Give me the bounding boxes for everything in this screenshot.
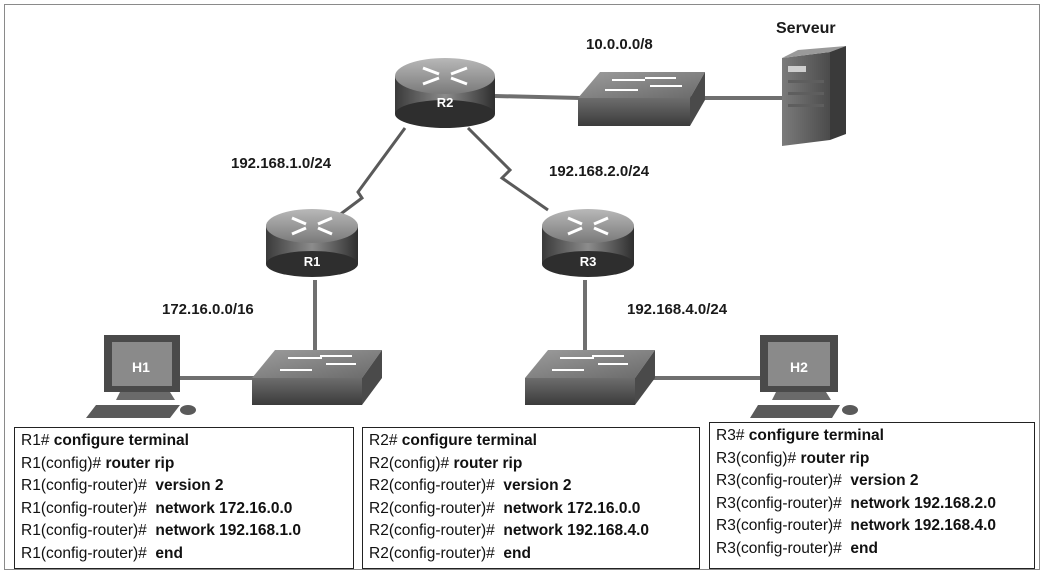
config-command: network 172.16.0.0	[155, 499, 293, 517]
label-network-10: 10.0.0.0/8	[586, 36, 653, 53]
config-command: network 192.168.4.0	[503, 522, 650, 539]
config-prompt: R1(config-router)#	[21, 522, 147, 539]
config-command: network 192.168.1.0	[155, 522, 302, 539]
config-command: end	[850, 539, 878, 557]
config-prompt: R1#	[21, 432, 50, 449]
serial-link-r1-r2	[329, 127, 407, 224]
host-h2-icon: H2	[750, 335, 858, 418]
config-prompt: R2(config-router)#	[369, 477, 495, 494]
router-r1: R1	[266, 209, 358, 277]
router-r2-label: R2	[437, 95, 454, 110]
config-command: configure terminal	[748, 427, 884, 444]
router-arrows-icon	[422, 66, 468, 86]
switch-right-icon	[525, 350, 655, 405]
label-network-192-168-2: 192.168.2.0/24	[549, 163, 650, 180]
config-box-r1: R1# configure terminal R1(config)# route…	[14, 427, 354, 569]
config-prompt: R3(config-router)#	[716, 494, 842, 512]
config-line: R1(config-router)# network 192.168.1.0	[21, 520, 353, 543]
config-command: configure terminal	[53, 432, 189, 449]
label-server: Serveur	[776, 20, 836, 37]
config-prompt: R2(config)#	[369, 454, 450, 472]
config-line: R1# configure terminal	[21, 430, 353, 453]
link-r2-switch-top	[494, 94, 581, 100]
config-prompt: R2(config-router)#	[369, 544, 495, 562]
config-line: R2(config)# router rip	[369, 453, 699, 476]
label-network-192-168-1: 192.168.1.0/24	[231, 155, 332, 172]
config-prompt: R3#	[716, 427, 745, 444]
config-command: version 2	[155, 477, 224, 494]
config-command: configure terminal	[401, 432, 537, 449]
config-line: R2(config-router)# network 172.16.0.0	[369, 498, 699, 521]
host-h1-label: H1	[132, 359, 150, 375]
label-network-192-168-4: 192.168.4.0/24	[627, 301, 728, 318]
router-r3-label: R3	[580, 254, 597, 269]
switch-top-icon	[578, 72, 705, 126]
config-command: network 172.16.0.0	[503, 499, 641, 517]
config-prompt: R1(config-router)#	[21, 499, 147, 517]
config-line: R2(config-router)# version 2	[369, 475, 699, 498]
config-line: R3(config)# router rip	[716, 448, 1034, 471]
config-prompt: R2(config-router)#	[369, 522, 495, 539]
config-command: end	[503, 544, 531, 562]
config-prompt: R3(config-router)#	[716, 517, 842, 534]
switch-left-icon	[252, 350, 382, 405]
serial-link-r2-r3	[466, 126, 549, 212]
config-line: R3(config-router)# end	[716, 538, 1034, 561]
config-line: R1(config)# router rip	[21, 453, 353, 476]
config-line: R3(config-router)# network 192.168.2.0	[716, 493, 1034, 516]
config-command: router rip	[453, 454, 523, 472]
config-line: R3(config-router)# network 192.168.4.0	[716, 515, 1034, 538]
config-prompt: R2(config-router)#	[369, 499, 495, 517]
config-prompt: R1(config-router)#	[21, 477, 147, 494]
router-arrows-icon	[291, 216, 333, 236]
config-prompt: R3(config-router)#	[716, 539, 842, 557]
links	[178, 94, 782, 380]
config-command: network 192.168.2.0	[850, 494, 997, 512]
router-r2: R2	[395, 58, 495, 128]
router-r3: R3	[542, 209, 634, 277]
config-box-r3: R3# configure terminal R3(config)# route…	[709, 422, 1035, 569]
config-command: router rip	[800, 449, 870, 467]
config-command: router rip	[105, 454, 175, 472]
config-line: R1(config-router)# end	[21, 543, 353, 566]
router-r1-label: R1	[304, 254, 321, 269]
host-h1-icon: H1	[86, 335, 196, 418]
host-h2-label: H2	[790, 359, 808, 375]
config-prompt: R1(config)#	[21, 454, 102, 472]
router-arrows-icon	[567, 216, 609, 236]
config-prompt: R1(config-router)#	[21, 544, 147, 562]
config-line: R2(config-router)# end	[369, 543, 699, 566]
config-command: network 192.168.4.0	[850, 517, 997, 534]
config-prompt: R2#	[369, 432, 398, 449]
config-prompt: R3(config-router)#	[716, 472, 842, 489]
config-command: version 2	[503, 477, 572, 494]
diagram-frame	[4, 4, 1040, 570]
label-network-172-16: 172.16.0.0/16	[162, 301, 254, 318]
config-line: R3(config-router)# version 2	[716, 470, 1034, 493]
config-line: R1(config-router)# network 172.16.0.0	[21, 498, 353, 521]
config-line: R2(config-router)# network 192.168.4.0	[369, 520, 699, 543]
config-line: R3# configure terminal	[716, 425, 1034, 448]
serial-links	[329, 126, 549, 224]
config-command: version 2	[850, 472, 919, 489]
config-prompt: R3(config)#	[716, 449, 797, 467]
config-box-r2: R2# configure terminal R2(config)# route…	[362, 427, 700, 569]
config-line: R2# configure terminal	[369, 430, 699, 453]
config-command: end	[155, 544, 183, 562]
config-line: R1(config-router)# version 2	[21, 475, 353, 498]
server-icon	[782, 46, 846, 146]
